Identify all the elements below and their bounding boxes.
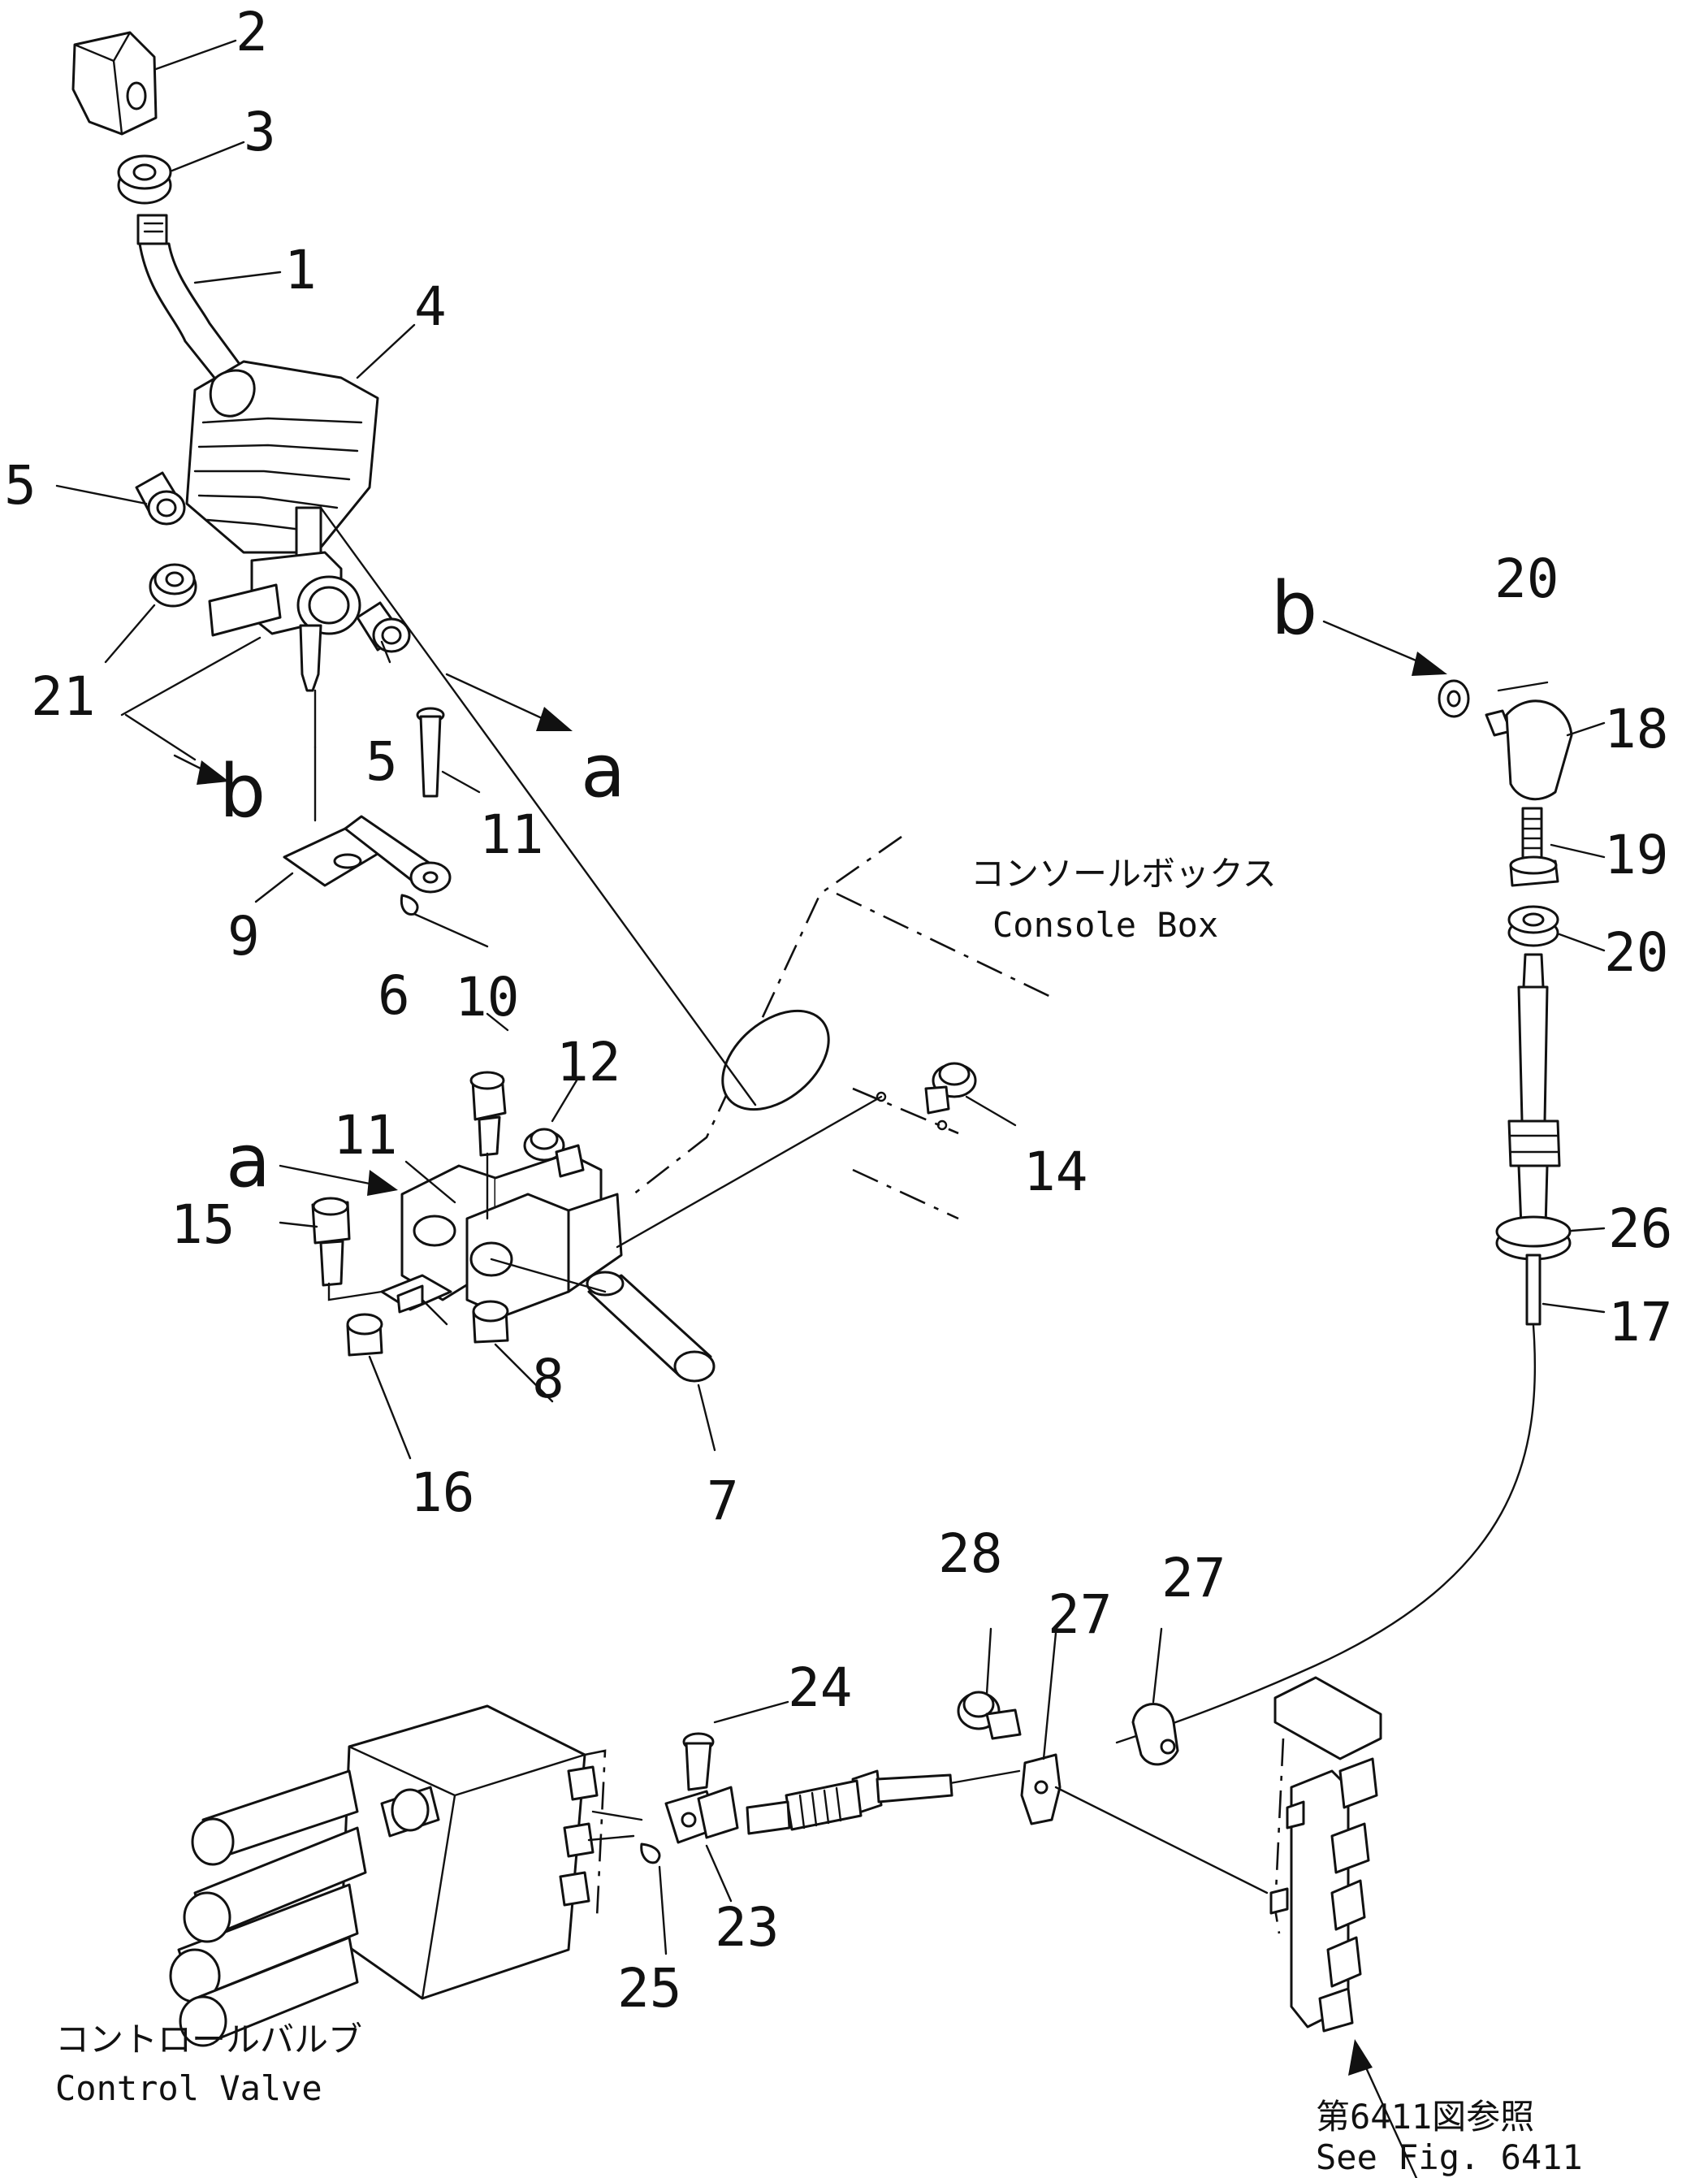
captions: コンソールボックス Console Box コントロールバルブ Control … bbox=[55, 854, 1583, 2177]
threaded-rod-part-19 bbox=[1509, 807, 1559, 887]
part-label: 15 bbox=[171, 1193, 235, 1256]
pin-part-6 bbox=[586, 1271, 716, 1383]
line-clamp-to-bracket bbox=[1054, 1786, 1269, 1894]
part-label: 1 bbox=[284, 239, 317, 301]
nut-part-22 bbox=[149, 563, 197, 608]
pin-part-24 bbox=[682, 1732, 715, 1791]
cotter-pin-part-11 bbox=[400, 894, 419, 916]
leader-lines bbox=[55, 39, 1606, 1955]
bush-part-5-left bbox=[135, 471, 186, 526]
bolt-part-7 bbox=[469, 1071, 507, 1220]
part-label: 4 bbox=[414, 275, 447, 338]
control-valve bbox=[169, 1704, 643, 2047]
part-label: 14 bbox=[1023, 1141, 1087, 1203]
part-label: 27 bbox=[1048, 1583, 1112, 1646]
control-valve-caption-en: Control Valve bbox=[55, 2068, 322, 2108]
reference-letters: a a b b bbox=[219, 566, 1317, 1204]
line-bracket-to-6 bbox=[490, 1258, 607, 1293]
part-label: 21 bbox=[31, 665, 95, 728]
part-label: 27 bbox=[1161, 1547, 1226, 1609]
part-label: 10 bbox=[455, 966, 519, 1028]
boot-part-4 bbox=[185, 360, 379, 554]
link-part-9 bbox=[283, 815, 452, 894]
nut-part-16 bbox=[346, 1313, 383, 1357]
lever-pivot bbox=[208, 506, 361, 749]
part-label: 18 bbox=[1604, 698, 1668, 760]
knob-part-18 bbox=[1485, 699, 1573, 801]
console-box bbox=[633, 835, 1057, 1220]
part-label: 5 bbox=[4, 454, 37, 517]
part-label: 23 bbox=[715, 1896, 779, 1959]
cable-housing bbox=[1507, 953, 1561, 1228]
nut-part-3 bbox=[117, 154, 172, 205]
part-label: 17 bbox=[1608, 1291, 1672, 1353]
bracket-part-12 bbox=[400, 1152, 623, 1318]
nut-part-8 bbox=[472, 1300, 509, 1344]
line-lever-to-console bbox=[319, 506, 757, 1106]
part-label: 19 bbox=[1604, 824, 1668, 886]
bolt-part-28 bbox=[957, 1691, 1022, 1740]
part-label: 5 bbox=[365, 730, 398, 793]
grommet-part-26 bbox=[1495, 1215, 1572, 1261]
part-label: 11 bbox=[333, 1104, 397, 1167]
pin-part-10 bbox=[416, 707, 445, 798]
part-number-labels: 2 3 1 4 5 21 5 11 9 10 6 12 11 14 15 8 1… bbox=[4, 1, 1672, 2020]
see-fig-caption-jp: 第6411図参照 bbox=[1316, 2097, 1534, 2137]
bolt-part-15 bbox=[311, 1197, 351, 1287]
part-label: 28 bbox=[938, 1522, 1002, 1585]
clamp-part-27-right bbox=[1131, 1703, 1179, 1766]
part-label: 12 bbox=[556, 1031, 621, 1093]
console-box-caption-jp: コンソールボックス bbox=[971, 854, 1277, 894]
bolt-part-14 bbox=[924, 1062, 977, 1115]
ref-letter-a: a bbox=[226, 1119, 270, 1204]
lock-plate bbox=[327, 1274, 452, 1314]
mounting-bracket-ref-6411 bbox=[1269, 1676, 1382, 2033]
part-label: 20 bbox=[1494, 548, 1559, 610]
part-label: 9 bbox=[227, 905, 260, 968]
bolt-part-13 bbox=[523, 1128, 585, 1178]
part-label: 8 bbox=[532, 1348, 564, 1410]
part-label: 25 bbox=[617, 1957, 681, 2020]
part-label: 26 bbox=[1608, 1197, 1672, 1260]
cable-part-17 bbox=[1115, 1254, 1542, 1744]
part-label: 6 bbox=[378, 964, 410, 1027]
knob-part-2 bbox=[71, 31, 158, 136]
part-label: 3 bbox=[244, 101, 276, 163]
cable-end bbox=[746, 1769, 1021, 1835]
clevis-part-23 bbox=[664, 1786, 739, 1844]
lever-rod-part-1 bbox=[136, 214, 245, 383]
part-label: 7 bbox=[707, 1470, 739, 1532]
part-label: 24 bbox=[788, 1656, 852, 1719]
part-label: 11 bbox=[479, 803, 543, 866]
arrow-icons bbox=[173, 620, 1447, 2178]
part-label: 16 bbox=[410, 1461, 474, 1524]
clamp-part-27-left bbox=[1020, 1753, 1062, 1825]
see-fig-caption-en: See Fig. 6411 bbox=[1316, 2137, 1583, 2177]
control-valve-caption-jp: コントロールバルブ bbox=[55, 2020, 362, 2059]
line-bracket-to-console bbox=[616, 1095, 883, 1249]
part-label: 2 bbox=[236, 1, 268, 63]
ref-letter-b: b bbox=[219, 749, 266, 834]
cotter-part-25 bbox=[640, 1842, 661, 1864]
washer-part-21 bbox=[1438, 679, 1470, 718]
part-label: 20 bbox=[1604, 921, 1668, 984]
ref-letter-b: b bbox=[1271, 566, 1317, 652]
ref-letter-a: a bbox=[581, 729, 625, 814]
console-box-caption-en: Console Box bbox=[992, 905, 1218, 945]
nut-part-20 bbox=[1507, 905, 1559, 947]
